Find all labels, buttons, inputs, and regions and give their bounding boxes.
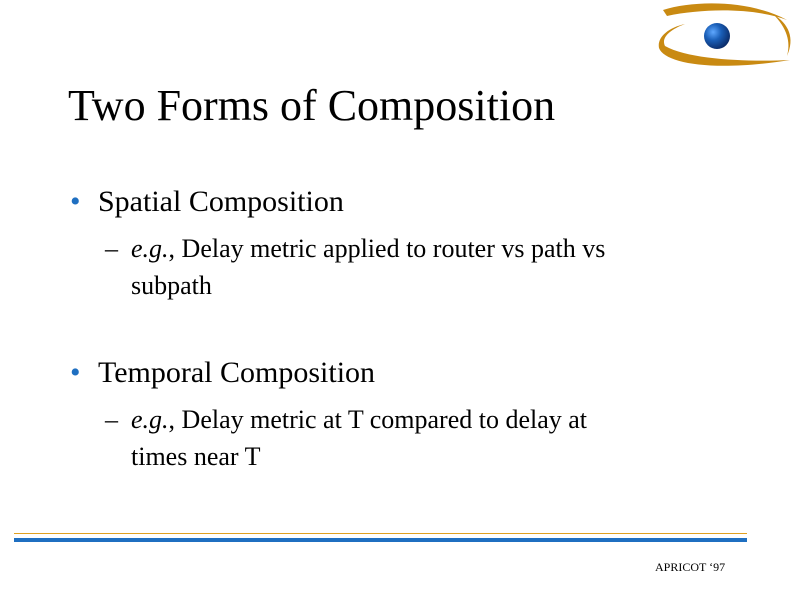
sub-bullet-prefix: e.g. xyxy=(131,405,169,434)
bullet-marker: • xyxy=(70,356,81,389)
slide-title: Two Forms of Composition xyxy=(68,81,556,130)
dash-marker: – xyxy=(105,234,118,263)
sub-bullet-prefix: e.g. xyxy=(131,234,169,263)
eye-logo-icon xyxy=(658,3,791,66)
sub-bullet-item: –e.g., Delay metric applied to router vs… xyxy=(105,230,725,304)
bullet-label: Temporal Composition xyxy=(98,356,376,389)
sub-bullet-text: , Delay metric at T compared to delay at xyxy=(168,405,588,434)
bullet-item: • Temporal Composition xyxy=(70,355,375,391)
bullet-item: • Spatial Composition xyxy=(70,184,344,220)
dash-marker: – xyxy=(105,405,118,434)
sub-bullet-text: , Delay metric applied to router vs path… xyxy=(168,234,606,263)
sub-bullet-item: –e.g., Delay metric at T compared to del… xyxy=(105,401,725,475)
bullet-marker: • xyxy=(70,185,81,218)
footer-text: APRICOT ‘97 xyxy=(655,560,726,574)
bullet-label: Spatial Composition xyxy=(98,185,344,218)
bullet-list: •Spatial Composition –e.g., Delay metric… xyxy=(70,184,725,475)
sub-bullet-continuation: subpath xyxy=(131,271,212,300)
footer-rule-thick xyxy=(14,538,747,542)
footer-rule-thin xyxy=(14,533,747,534)
sub-bullet-continuation: times near T xyxy=(131,442,261,471)
